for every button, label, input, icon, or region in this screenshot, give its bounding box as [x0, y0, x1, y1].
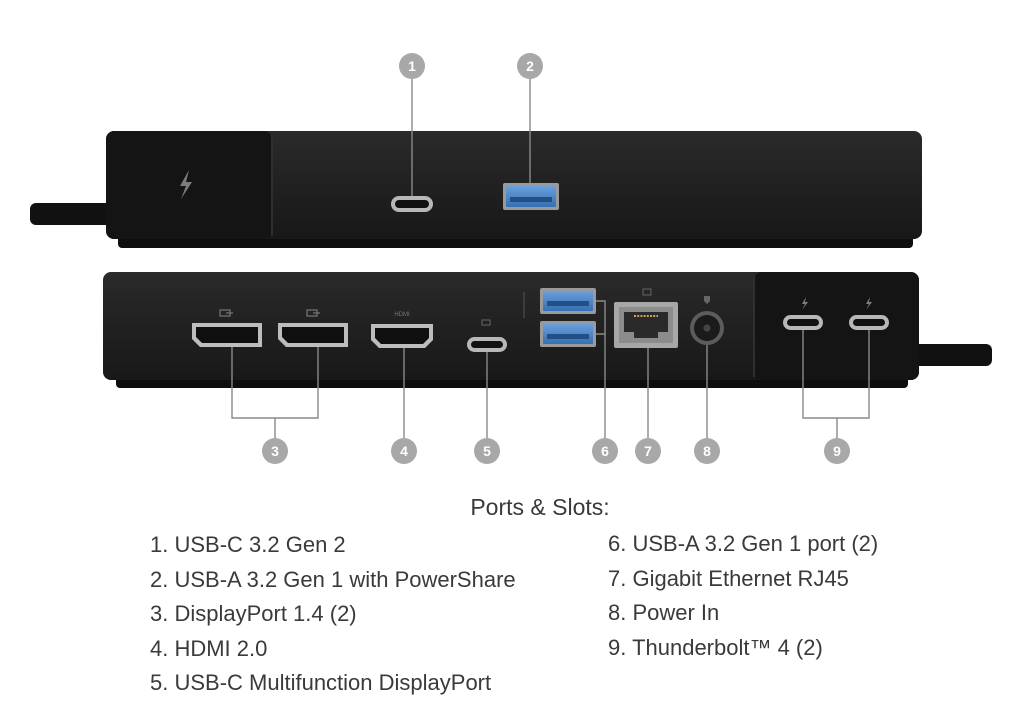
usb-c-multifunction-port: [467, 337, 507, 352]
power-in-port: [690, 311, 724, 345]
list-item: 9. Thunderbolt™ 4 (2): [608, 634, 823, 660]
callout-6: 6: [592, 438, 618, 464]
leader-line-9: [802, 330, 870, 419]
dock-rear-right-panel: [754, 272, 919, 380]
list-item: 1. USB-C 3.2 Gen 2: [150, 532, 346, 557]
hdmi-port: [371, 324, 433, 348]
usb-a-port-rear-1: [540, 288, 596, 314]
power-cable-left: [30, 203, 112, 225]
list-item: 8. Power In: [608, 600, 720, 625]
list-item: 4. HDMI 2.0: [150, 635, 268, 661]
callout-1: 1: [399, 53, 425, 79]
displayport-port-2: [278, 323, 348, 347]
ethernet-icon: [642, 288, 652, 296]
ports-title: Ports & Slots:: [470, 494, 610, 520]
displayport-icon: [306, 309, 320, 317]
thunderbolt-icon: [866, 297, 872, 310]
ports-list-right: 6. USB-A 3.2 Gen 1 port (2) 7. Gigabit E…: [608, 527, 878, 665]
dock-front-view: [30, 131, 922, 248]
power-cable-right: [912, 344, 992, 366]
callout-5: 5: [474, 438, 500, 464]
list-item: 6. USB-A 3.2 Gen 1 port (2): [608, 531, 879, 556]
power-icon: [704, 296, 710, 304]
displayport-port-1: [192, 323, 262, 347]
list-item: 3. DisplayPort 1.4 (2): [150, 601, 357, 626]
callout-9: 9: [824, 438, 850, 464]
leader-line-6: [596, 300, 606, 335]
ethernet-port: [614, 302, 678, 348]
list-item: 5. USB-C Multifunction DisplayPort: [150, 670, 492, 695]
list-item: 7. Gigabit Ethernet RJ45: [608, 565, 849, 591]
thunderbolt-icon: [180, 170, 192, 199]
callout-2: 2: [517, 53, 543, 79]
hdmi-label: HDMI: [394, 312, 410, 318]
displayport-icon: [481, 319, 491, 326]
usb-c-port-front: [391, 196, 433, 212]
leader-lines: [231, 78, 870, 438]
callout-3: 3: [262, 438, 288, 464]
dock-rear-body: [103, 272, 919, 380]
list-item: 2. USB-A 3.2 Gen 1 with PowerShare: [150, 566, 516, 592]
thunderbolt-icon: [802, 297, 808, 310]
usb-a-port-rear-2: [540, 321, 596, 347]
callout-4: 4: [391, 438, 417, 464]
thunderbolt-port-2: [849, 315, 889, 330]
callout-8: 8: [694, 438, 720, 464]
dock-rear-view: HDMI: [103, 272, 992, 388]
displayport-icon: [219, 309, 233, 317]
thunderbolt-port-1: [783, 315, 823, 330]
ports-list-left: 1. USB-C 3.2 Gen 2 2. USB-A 3.2 Gen 1 wi…: [150, 528, 516, 701]
callout-7: 7: [635, 438, 661, 464]
usb-a-port-front: [503, 183, 559, 210]
